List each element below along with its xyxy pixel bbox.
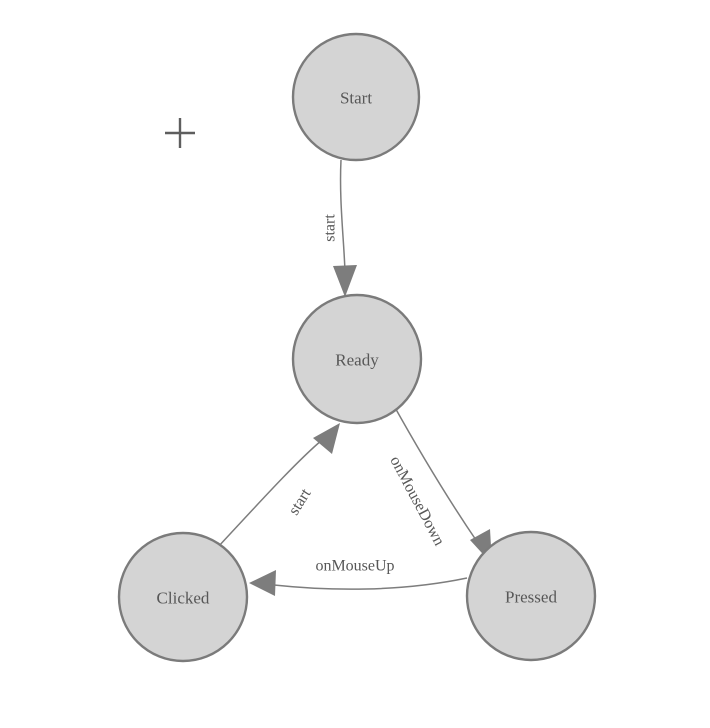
edge-path-ready-to-pressed [392, 403, 479, 544]
node-clicked-circle [117, 531, 249, 663]
node-pressed[interactable]: Pressed [465, 530, 597, 662]
node-pressed-label: Pressed [505, 588, 557, 607]
node-clicked-label: Clicked [157, 589, 210, 608]
node-pressed-circle [465, 530, 597, 662]
edge-label-ready-to-pressed: onMouseDown [386, 453, 447, 548]
node-ready[interactable]: Ready [291, 293, 423, 425]
edge-start-to-ready[interactable] [333, 159, 357, 297]
arrow-head-clicked-to-ready [313, 423, 340, 454]
node-clicked[interactable]: Clicked [117, 531, 249, 663]
edge-label-start-to-ready: start [322, 214, 339, 242]
edge-clicked-to-ready[interactable] [217, 423, 340, 548]
edge-path-start-to-ready [339, 159, 346, 273]
arrow-head-pressed-to-clicked [249, 570, 276, 596]
edge-path-clicked-to-ready [217, 439, 323, 548]
node-ready-label: Ready [335, 351, 379, 370]
edge-label-clicked-to-ready: start [285, 485, 314, 518]
node-start-circle [291, 32, 421, 162]
edge-pressed-to-clicked[interactable] [249, 570, 468, 596]
node-start[interactable]: Start [291, 32, 421, 162]
edge-label-pressed-to-clicked: onMouseUp [315, 558, 394, 575]
node-start-label: Start [340, 89, 372, 108]
node-ready-circle [291, 293, 423, 425]
edge-path-pressed-to-clicked [273, 577, 468, 590]
arrow-head-start-to-ready [333, 265, 357, 297]
crosshair-icon [165, 118, 195, 148]
